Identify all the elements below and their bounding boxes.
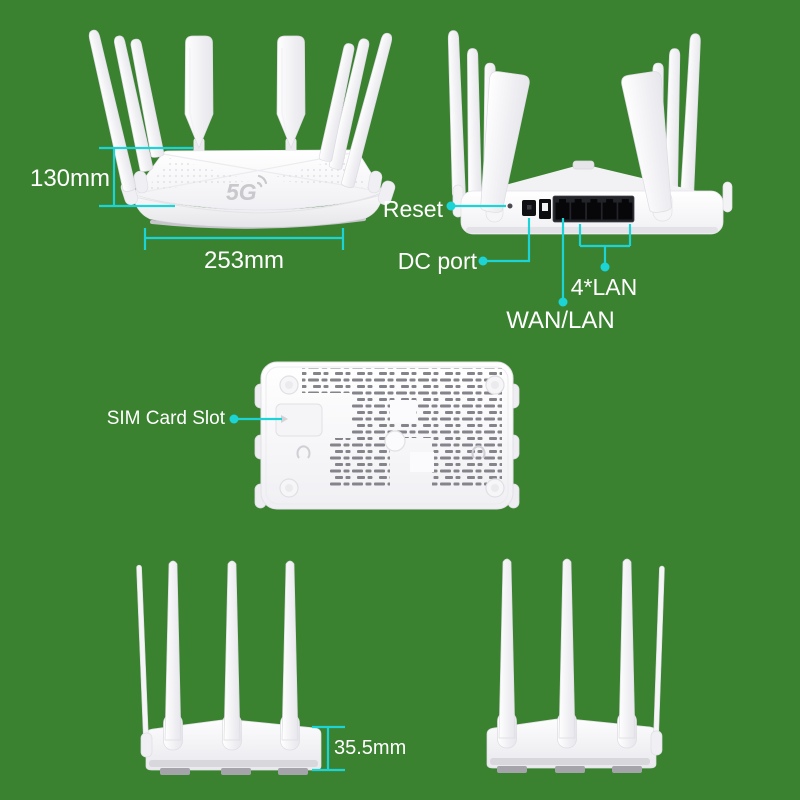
reset-pointer-dot: [446, 201, 456, 211]
antenna-hinge: [367, 170, 383, 194]
width-dimension-line: [143, 228, 345, 250]
lan-port: [555, 199, 570, 220]
top-notch: [572, 160, 595, 170]
foot: [497, 766, 527, 773]
dimension-lines: [99, 146, 632, 772]
antenna: [465, 47, 483, 195]
antenna-hinge: [377, 180, 396, 206]
lan-port: [586, 199, 601, 220]
base-height-label: 35.5mm: [334, 737, 407, 759]
bottom-center-button: [384, 430, 406, 452]
antenna-hinge: [650, 730, 663, 756]
sim-slot-arrow: [281, 415, 288, 423]
antenna-hinge: [722, 181, 733, 213]
antenna: [446, 29, 467, 198]
router-side-view-right: [486, 558, 665, 773]
sim-pointer-dot: [229, 414, 239, 424]
screw: [491, 484, 499, 492]
base-bottom-strip: [149, 760, 318, 767]
screws: [279, 375, 505, 498]
foot: [555, 766, 585, 773]
antenna: [164, 560, 182, 741]
keyhole-mount: [296, 445, 311, 459]
sim-card-slot-label: SIM Card Slot: [106, 408, 225, 429]
antenna: [679, 32, 703, 198]
screw: [285, 381, 293, 389]
reset-hole: [507, 203, 513, 209]
lan-pointer-line: [578, 224, 632, 263]
foot: [160, 768, 190, 775]
width-dimension-label: 253mm: [203, 247, 285, 274]
top-texture: [146, 158, 252, 190]
dc-pointer-line: [487, 218, 531, 263]
antenna: [653, 565, 665, 739]
router-front-view: 5G: [85, 28, 396, 229]
base-bottom-strip: [490, 758, 650, 765]
antenna: [618, 558, 636, 739]
reset-label: Reset: [382, 196, 443, 222]
antenna: [136, 564, 149, 741]
dc-port-label: DC port: [397, 248, 477, 274]
wan-pointer-dot: [558, 297, 568, 307]
bottom-inner-line: [265, 366, 509, 505]
antenna: [281, 560, 299, 741]
keyhole-mount: [471, 445, 486, 459]
dc-pointer-dot: [478, 256, 488, 266]
antenna-hinge: [140, 732, 153, 758]
height-dimension-line: [99, 146, 193, 208]
antenna: [223, 560, 241, 741]
vent-holes: [302, 368, 502, 488]
lan-port: [602, 199, 617, 220]
antenna: [558, 558, 576, 739]
lan-label: 4*LAN: [570, 274, 638, 300]
base-height-dimension-line: [312, 725, 345, 772]
rim-line: [134, 194, 382, 214]
router-side-view-left: [136, 560, 322, 775]
lan-port: [618, 199, 633, 220]
height-dimension-label: 130mm: [29, 165, 110, 192]
screw: [285, 484, 293, 492]
screw: [491, 381, 499, 389]
router-base-strip: [466, 227, 718, 233]
foot: [612, 766, 642, 773]
router-front-face: [132, 191, 384, 228]
antenna: [276, 35, 306, 149]
router-back-view: [446, 29, 733, 235]
logo-5g: 5G: [226, 179, 257, 205]
foot: [278, 768, 308, 775]
lan-pointer-dot: [600, 262, 610, 272]
usb-tongue: [542, 203, 548, 211]
antenna: [184, 35, 214, 149]
foot: [221, 768, 251, 775]
wifi-arc-icon: [256, 181, 263, 188]
lan-port: [571, 199, 586, 220]
ethernet-ports: [555, 199, 633, 220]
router-bottom-view: [254, 361, 520, 510]
wifi-arc-icon: [257, 174, 268, 185]
antenna: [498, 558, 516, 739]
wan-lan-label: WAN/LAN: [506, 307, 615, 334]
dc-port-pin: [527, 205, 532, 210]
